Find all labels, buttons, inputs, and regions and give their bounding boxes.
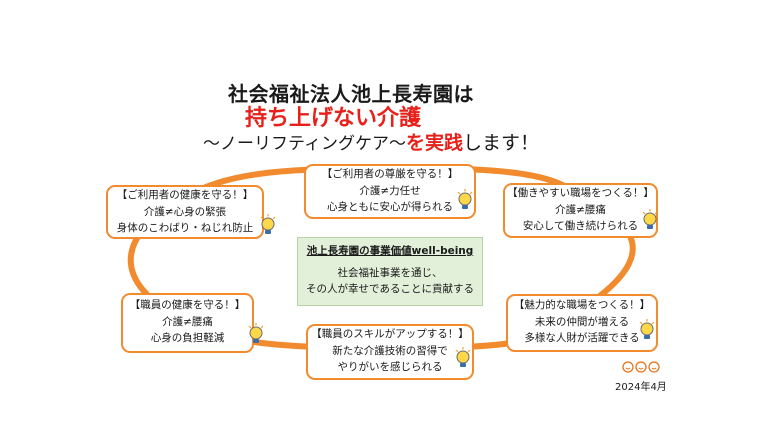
center-line-2: その人が幸せであることに貢献する xyxy=(306,283,474,295)
box-staff-skill: 【職員のスキルがアップする！】 新たな介護技術の習得で やりがいを感じられる xyxy=(306,324,474,380)
lightbulb-icon xyxy=(639,319,655,339)
lightbulb-icon xyxy=(455,347,471,367)
box-title: 【魅力的な職場をつくる！】 xyxy=(513,299,651,311)
box-user-health: 【ご利用者の健康を守る！】 介護≠心身の緊張 身体のこわばり・ねじれ防止 xyxy=(106,185,264,239)
title-line-2: 持ち上げない介護 xyxy=(245,106,422,131)
box-line-2: 安心して働き続けられる xyxy=(522,220,639,232)
center-line-1: 社会福祉事業を通じ、 xyxy=(337,267,443,279)
box-line-2: 心身の負担軽減 xyxy=(150,332,225,344)
title-line-3-prefix: ～ノーリフティングケア～ xyxy=(203,134,406,154)
box-line-2: 多様な人財が活躍できる xyxy=(524,332,640,344)
box-title: 【ご利用者の尊厳を守る！】 xyxy=(321,168,459,180)
box-line-1: 介護≠腰痛 xyxy=(162,316,213,328)
box-line-1: 介護≠腰痛 xyxy=(555,204,606,216)
center-title: 池上長寿園の事業価値well-being xyxy=(306,245,474,257)
box-line-2: やりがいを感じられる xyxy=(337,361,443,373)
title-line-3-red: を実践 xyxy=(405,132,463,154)
box-workplace: 【働きやすい職場をつくる！】 介護≠腰痛 安心して働き続けられる xyxy=(503,183,658,238)
footer-date: 2024年4月 xyxy=(615,382,667,393)
people-icon xyxy=(622,361,660,373)
box-title: 【職員のスキルがアップする！】 xyxy=(311,328,469,340)
box-line-2: 身体のこわばり・ねじれ防止 xyxy=(116,222,254,234)
box-staff-health: 【職員の健康を守る！】 介護≠腰痛 心身の負担軽減 xyxy=(121,293,254,353)
box-user-dignity: 【ご利用者の尊厳を守る！】 介護≠力任せ 心身ともに安心が得られる xyxy=(304,164,476,219)
box-title: 【ご利用者の健康を守る！】 xyxy=(116,189,254,201)
box-line-1: 新たな介護技術の習得で xyxy=(332,345,448,357)
box-line-2: 心身ともに安心が得られる xyxy=(327,201,453,213)
box-line-1: 介護≠心身の緊張 xyxy=(143,206,227,218)
header: 社会福祉法人池上長寿園は 持ち上げない介護 ～ノーリフティングケア～を実践します… xyxy=(0,0,768,160)
title-line-3: ～ノーリフティングケア～を実践します！ xyxy=(203,128,539,155)
lightbulb-icon xyxy=(248,323,264,343)
box-title: 【働きやすい職場をつくる！】 xyxy=(507,187,654,199)
lightbulb-icon xyxy=(642,209,658,229)
title-line-1: 社会福祉法人池上長寿園は xyxy=(228,82,474,106)
box-attractive-workplace: 【魅力的な職場をつくる！】 未来の仲間が増える 多様な人財が活躍できる xyxy=(506,294,658,352)
center-value-panel: 池上長寿園の事業価値well-being 社会福祉事業を通じ、 その人が幸せであ… xyxy=(297,237,483,306)
lightbulb-icon xyxy=(457,189,473,209)
box-line-1: 介護≠力任せ xyxy=(359,185,421,197)
box-line-1: 未来の仲間が増える xyxy=(534,316,630,328)
lightbulb-icon xyxy=(260,214,276,234)
title-line-3-suffix: します！ xyxy=(463,132,540,154)
box-title: 【職員の健康を守る！】 xyxy=(129,299,246,311)
